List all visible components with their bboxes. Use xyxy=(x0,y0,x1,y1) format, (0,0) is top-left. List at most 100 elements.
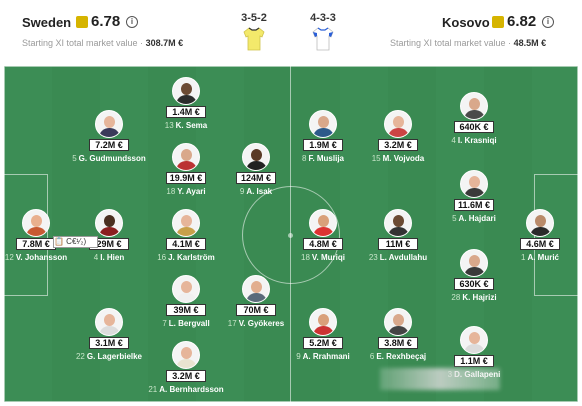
left-penalty-box xyxy=(4,174,48,296)
player-number: 13 xyxy=(164,121,174,130)
player-name-text: A. Hajdari xyxy=(458,214,496,223)
player-avatar xyxy=(384,308,412,336)
player-name-text: A. Rrahmani xyxy=(302,352,350,361)
player-name-text: G. Lagerbielke xyxy=(86,352,143,361)
player-number: 22 xyxy=(75,352,85,361)
player-avatar xyxy=(460,170,488,198)
player-number: 23 xyxy=(368,253,378,262)
player-name-text: M. Vojvoda xyxy=(382,154,425,163)
player-number: 18 xyxy=(301,253,310,262)
player-avatar xyxy=(22,209,50,237)
player-market-value: 630K € xyxy=(454,278,494,290)
player-number: 8 xyxy=(301,154,307,163)
player-market-value: 3.2M € xyxy=(378,139,418,151)
player-avatar xyxy=(309,308,337,336)
player-avatar xyxy=(172,209,200,237)
player-market-value: 4.8M € xyxy=(303,238,343,250)
player-market-value: 124M € xyxy=(236,172,276,184)
player-name-text: K. Sema xyxy=(175,121,208,130)
player-name-text: I. Hien xyxy=(100,253,125,262)
player-avatar xyxy=(172,341,200,369)
away-team-name[interactable]: Kosovo xyxy=(442,15,490,30)
player-avatar xyxy=(95,110,123,138)
away-mv-value: 48.5M € xyxy=(513,38,547,48)
clipboard-tooltip: 📋 C€¹⁄₂) xyxy=(53,236,98,248)
player-number: 4 xyxy=(451,136,456,145)
away-rating: 6.82 xyxy=(507,13,537,30)
player-card[interactable]: 1.1M €3D. Gallapeni xyxy=(438,326,510,388)
player-name-text: V. Gyökeres xyxy=(238,319,285,328)
info-icon[interactable]: i xyxy=(542,16,554,28)
blurred-overlay xyxy=(380,368,500,390)
player-avatar xyxy=(242,143,270,171)
player-market-value: 70M € xyxy=(236,304,276,316)
away-formation: 4-3-3 xyxy=(310,12,336,24)
player-number: 4 xyxy=(93,253,99,262)
player-avatar xyxy=(526,209,554,237)
home-market-value: Starting XI total market value · 308.7M … xyxy=(22,38,183,48)
player-avatar xyxy=(172,275,200,303)
match-header: Sweden 6.78 i Starting XI total market v… xyxy=(0,0,582,64)
player-name-text: J. Karlström xyxy=(168,253,215,262)
player-name-text: V. Johansson xyxy=(15,253,68,262)
away-mv-label: Starting XI total market value · xyxy=(390,38,512,48)
pitch-border xyxy=(4,66,578,402)
home-team-name[interactable]: Sweden xyxy=(22,15,72,30)
player-market-value: 11M € xyxy=(378,238,418,250)
center-circle xyxy=(242,186,340,284)
player-avatar xyxy=(172,143,200,171)
player-name-text: A. Murić xyxy=(527,253,559,262)
player-avatar xyxy=(460,92,488,120)
player-avatar xyxy=(172,77,200,105)
player-market-value: 4.1M € xyxy=(166,238,206,250)
player-number: 6 xyxy=(369,352,375,361)
away-market-value: Starting XI total market value · 48.5M € xyxy=(390,38,546,48)
player-number: 16 xyxy=(157,253,167,262)
player-market-value: 5.2M € xyxy=(303,337,343,349)
info-icon[interactable]: i xyxy=(126,16,138,28)
player-avatar xyxy=(242,275,270,303)
player-number: 1 xyxy=(520,253,526,262)
player-number: 18 xyxy=(166,187,176,196)
player-avatar xyxy=(460,326,488,354)
player-market-value: 7.8M € xyxy=(16,238,56,250)
home-formation: 3-5-2 xyxy=(241,12,267,24)
player-number: 21 xyxy=(148,385,158,394)
player-market-value: 7.2M € xyxy=(89,139,129,151)
player-name-text: F. Muslija xyxy=(308,154,344,163)
player-avatar xyxy=(460,249,488,277)
